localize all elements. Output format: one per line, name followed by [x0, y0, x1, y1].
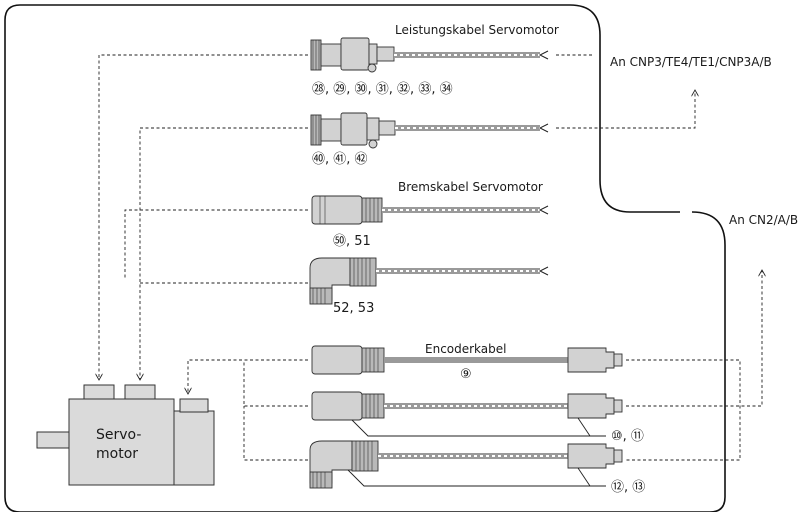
power-part-numbers-2: ㊵, ㊶, ㊷ — [312, 152, 368, 167]
encoder-cable-assembly — [311, 345, 623, 375]
brake-part-numbers-1: ㊿, 51 — [333, 234, 371, 249]
power-out-line-2 — [556, 90, 695, 129]
encoder-cable-label: Encoderkabel — [425, 342, 507, 356]
brake-cable-label: Bremskabel Servomotor — [398, 180, 543, 194]
encoder-out-line — [626, 270, 762, 407]
servo-motor: Servo- motor — [36, 384, 215, 486]
brake-part-numbers-2: 52, 53 — [333, 301, 374, 316]
power-cable-connector-angled — [310, 112, 549, 149]
encoder-out-loop — [626, 359, 741, 461]
brake-cable-connector-angled — [309, 257, 549, 305]
cn2-destination-label: An CN2/A/B — [729, 213, 798, 227]
encoder-route-line-1 — [188, 359, 308, 394]
power-route-line-1 — [99, 54, 308, 380]
encoder-route-line-3 — [243, 406, 308, 461]
power-cable-connector-straight — [310, 37, 549, 73]
encoder-cable-straight — [311, 391, 623, 421]
encoder-route-line-2 — [243, 360, 308, 407]
power-part-numbers-1: ㉘, ㉙, ㉚, ㉛, ㉜, ㉝, ㉞ — [312, 82, 453, 97]
servo-motor-label-line1: Servo- — [96, 427, 141, 443]
cnp3-destination-label: An CNP3/TE4/TE1/CNP3A/B — [610, 55, 772, 69]
outer-frame — [4, 4, 726, 513]
servo-motor-label-line2: motor — [96, 446, 138, 462]
encoder-cable-angled — [309, 440, 623, 489]
power-route-line-2 — [140, 127, 308, 380]
brake-cable-connector-straight — [311, 195, 549, 225]
power-cable-label: Leistungskabel Servomotor — [395, 23, 559, 37]
encoder-cable-part-number: ⑨ — [460, 367, 472, 382]
encoder-part-numbers-2: ⑫, ⑬ — [611, 480, 645, 495]
brake-route-line-1 — [124, 209, 308, 280]
encoder-part-numbers-1: ⑩, ⑪ — [611, 429, 644, 444]
